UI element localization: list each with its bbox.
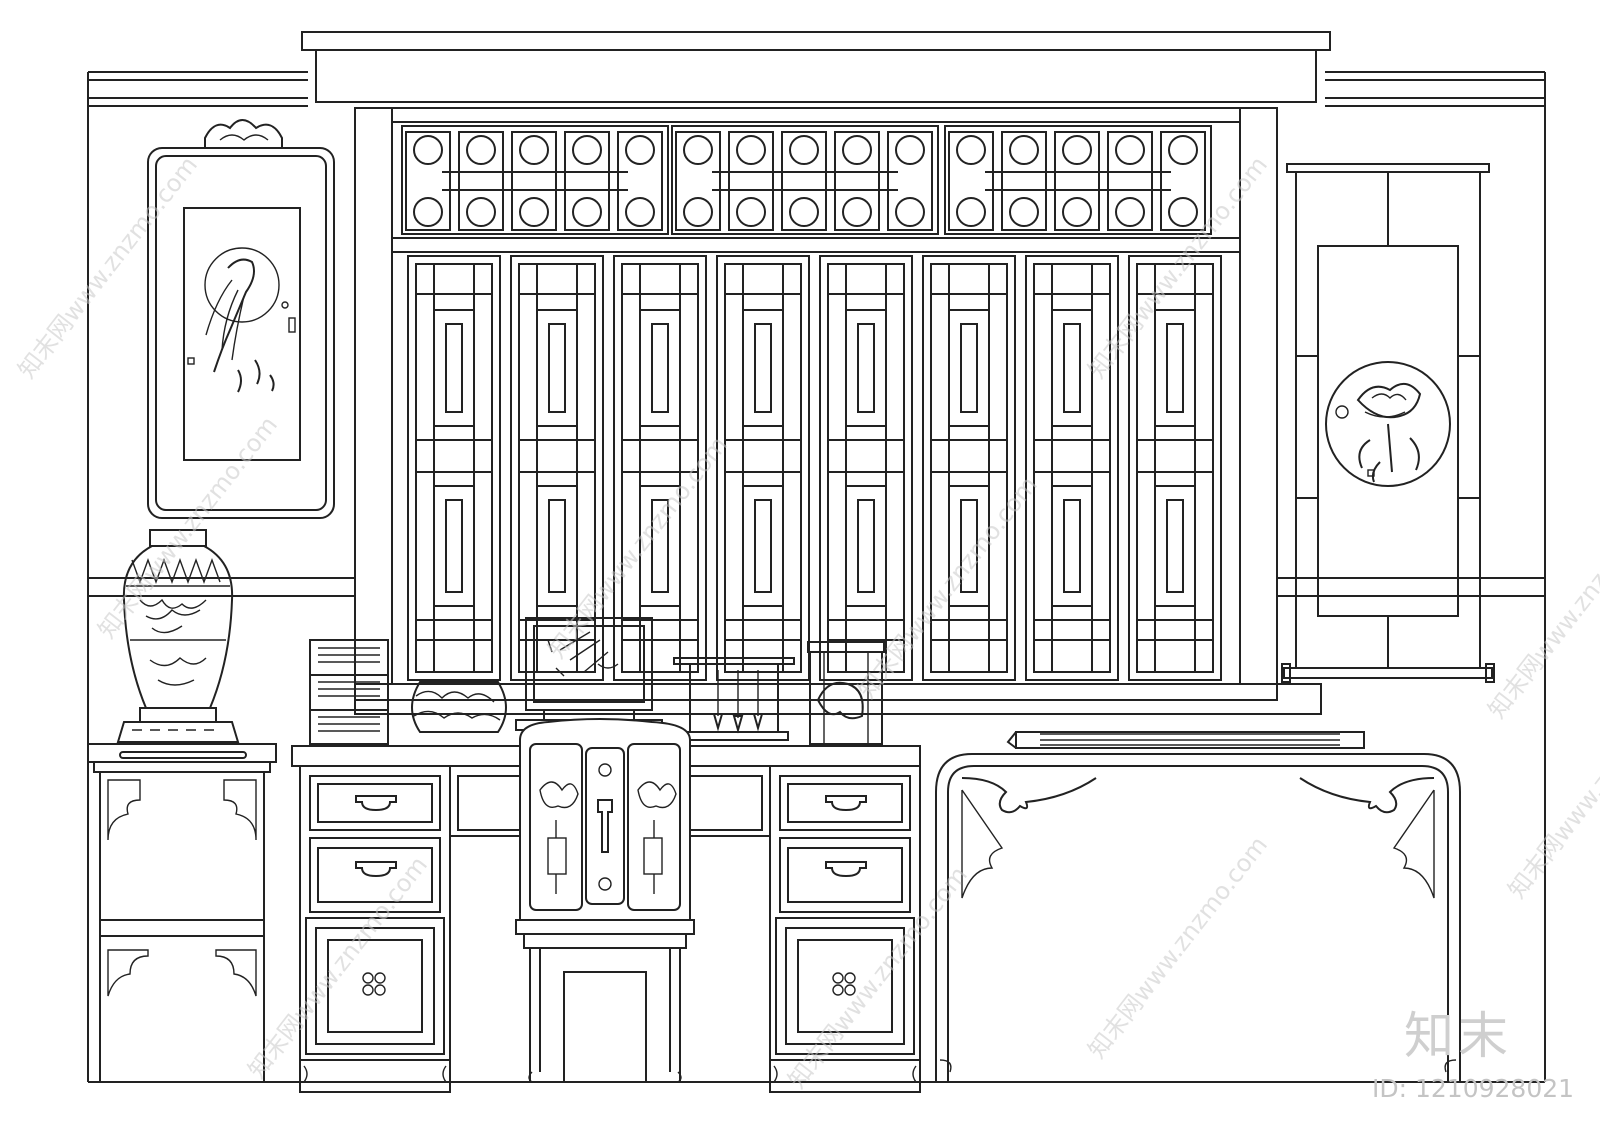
watermark-text: 知末网www.znzmo.com [93,411,283,644]
brush-rack [673,657,795,741]
lattice-door-panel [1025,255,1119,681]
lattice-circle [895,197,925,227]
watermark-text: 知末网www.znzmo.com [1083,151,1273,384]
transom-panel [401,125,669,235]
lattice-circle [1168,197,1198,227]
porcelain-vase [116,529,240,743]
transom-panel [671,125,939,235]
lattice-doors [407,255,1222,681]
transom-panel [944,125,1212,235]
transom-lattice [401,125,1212,235]
lattice-circle [956,197,986,227]
lattice-circle [683,135,713,165]
lattice-circle [1115,197,1145,227]
watermark-text: 知末网www.znzmo.com [1483,491,1600,724]
lattice-circle [842,197,872,227]
watermark-text: 知末网www.znzmo.com [243,851,433,1084]
lattice-circle [683,197,713,227]
lattice-circle [1009,135,1039,165]
lattice-circle [736,197,766,227]
lattice-circle [466,135,496,165]
lattice-door-panel [716,255,810,681]
watermark-text: 知末网www.znzmo.com [783,861,973,1094]
carved-chair [515,718,695,1083]
lattice-circle [466,197,496,227]
lattice-door-panel [613,255,707,681]
watermark-layer: 知末网www.znzmo.com 知末网www.znzmo.com 知末网www.z… [13,151,1600,1094]
lattice-circle [1115,135,1145,165]
watermark-text: 知末网www.znzmo.com [13,151,203,384]
lattice-circle [956,135,986,165]
lattice-circle [895,135,925,165]
right-hanging-scroll [1281,163,1495,683]
lattice-circle [842,135,872,165]
writing-desk [291,745,921,1093]
recessed-leg-table [935,753,1461,1082]
lattice-circle [413,197,443,227]
lattice-door-panel [819,255,913,681]
lattice-circle [519,197,549,227]
lattice-circle [572,197,602,227]
lattice-door-panel [407,255,501,681]
watermark-text: 知末网www.znzmo.com [543,431,733,664]
lattice-circle [789,135,819,165]
left-framed-painting [147,119,335,519]
lattice-circle [625,197,655,227]
lattice-circle [572,135,602,165]
cage-lantern [807,641,885,745]
brush-washer-bowl [411,681,507,733]
lattice-door-panel [1128,255,1222,681]
cornice [301,31,1331,103]
wall-frame [87,71,1546,1083]
brand-logo: 知末 [1404,1007,1512,1065]
book-box-stack [309,639,389,745]
lattice-circle [789,197,819,227]
lattice-circle [1062,197,1092,227]
watermark-text: 知末网www.znzmo.com [1083,831,1273,1064]
side-stand [87,743,277,1082]
lattice-circle [1062,135,1092,165]
lattice-circle [736,135,766,165]
guqin-instrument [1006,731,1365,749]
lattice-circle [625,135,655,165]
lattice-circle [413,135,443,165]
lattice-circle [1009,197,1039,227]
image-id-label: ID: 1210928021 [1372,1074,1575,1103]
lattice-door-panel [922,255,1016,681]
lattice-circle [1168,135,1198,165]
lattice-circle [519,135,549,165]
lattice-door-panel [510,255,604,681]
